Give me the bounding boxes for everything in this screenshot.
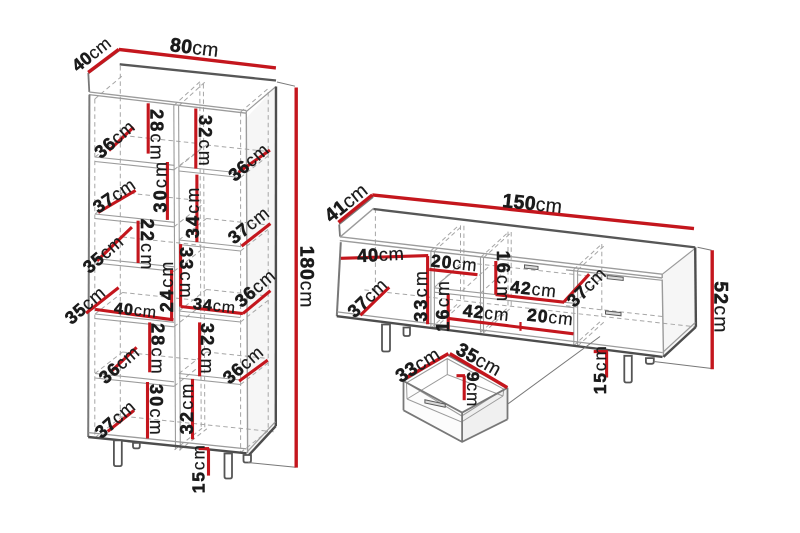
svg-text:15cm: 15cm: [590, 344, 610, 394]
svg-text:42cm: 42cm: [509, 276, 558, 301]
svg-text:30cm: 30cm: [150, 160, 170, 213]
svg-text:20cm: 20cm: [430, 250, 479, 275]
svg-text:30cm: 30cm: [146, 384, 166, 437]
svg-text:16cm: 16cm: [493, 251, 513, 304]
svg-text:80cm: 80cm: [169, 34, 220, 62]
svg-text:40cm: 40cm: [113, 301, 158, 322]
svg-text:40cm: 40cm: [357, 243, 405, 266]
svg-text:16cm: 16cm: [433, 279, 453, 332]
svg-text:20cm: 20cm: [526, 304, 575, 329]
svg-text:34cm: 34cm: [192, 296, 237, 317]
svg-text:24cm: 24cm: [157, 259, 177, 312]
svg-text:22cm: 22cm: [137, 219, 157, 272]
svg-text:28cm: 28cm: [148, 323, 168, 376]
svg-text:32cm: 32cm: [177, 381, 197, 434]
svg-text:9cm: 9cm: [463, 372, 483, 407]
svg-text:28cm: 28cm: [147, 109, 167, 162]
svg-text:150cm: 150cm: [501, 190, 563, 218]
svg-text:52cm: 52cm: [709, 281, 731, 334]
svg-text:33cm: 33cm: [411, 269, 431, 322]
svg-text:42cm: 42cm: [462, 300, 511, 325]
svg-text:32cm: 32cm: [197, 323, 217, 376]
svg-text:32cm: 32cm: [195, 115, 215, 168]
svg-text:33cm: 33cm: [176, 247, 196, 300]
svg-text:15cm: 15cm: [188, 443, 208, 493]
svg-text:34cm: 34cm: [183, 185, 203, 238]
svg-text:180cm: 180cm: [295, 246, 317, 309]
